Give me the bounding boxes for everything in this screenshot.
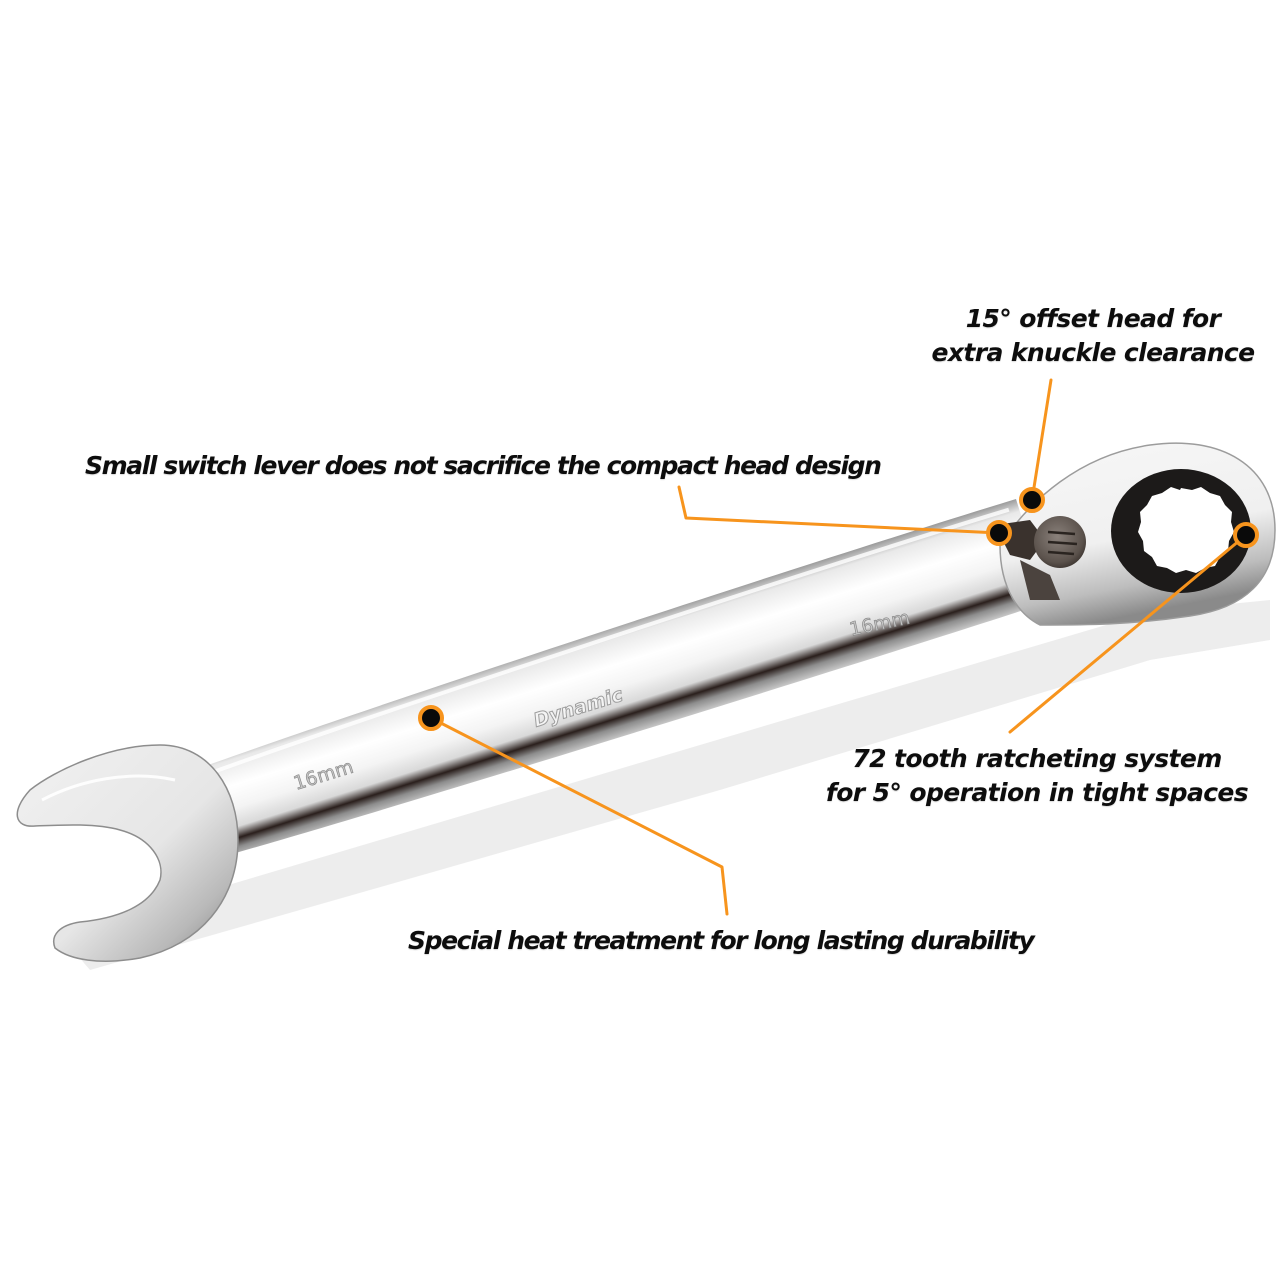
callout-lines: [429, 378, 1248, 916]
callout-heat-treatment-line-1: Special heat treatment for long lasting …: [408, 926, 1035, 955]
dot-switch-lever: [986, 520, 1012, 546]
twelve-point-opening: [1138, 487, 1234, 573]
ring-head: [999, 442, 1276, 626]
callout-dots: [418, 487, 1259, 731]
callout-offset-head-line-1: 15° offset head for: [965, 304, 1221, 333]
callout-ratchet-system-line-2: for 5° operation in tight spaces: [825, 778, 1249, 807]
leader-switch-lever: [677, 485, 1001, 535]
callout-switch-lever: Small switch lever does not sacrifice th…: [85, 449, 882, 483]
callout-switch-lever-line-1: Small switch lever does not sacrifice th…: [85, 451, 882, 480]
dot-ratchet-system: [1233, 522, 1259, 548]
leader-offset-head: [1030, 378, 1053, 502]
callout-ratchet-system-line-1: 72 tooth ratcheting system: [852, 744, 1222, 773]
leader-heat-treatment: [429, 716, 729, 916]
wrench-handle: [180, 499, 1049, 861]
callout-offset-head-line-2: extra knuckle clearance: [931, 338, 1255, 367]
dot-offset-head: [1019, 487, 1045, 513]
wrench-shadow: [60, 600, 1270, 970]
callout-heat-treatment: Special heat treatment for long lasting …: [408, 924, 1035, 958]
callout-offset-head: 15° offset head for extra knuckle cleara…: [905, 302, 1280, 370]
open-end-head: [16, 744, 239, 962]
leader-ratchet-system: [1008, 533, 1248, 734]
callout-ratchet-system: 72 tooth ratcheting system for 5° operat…: [822, 742, 1252, 810]
dot-heat-treatment: [418, 705, 444, 731]
